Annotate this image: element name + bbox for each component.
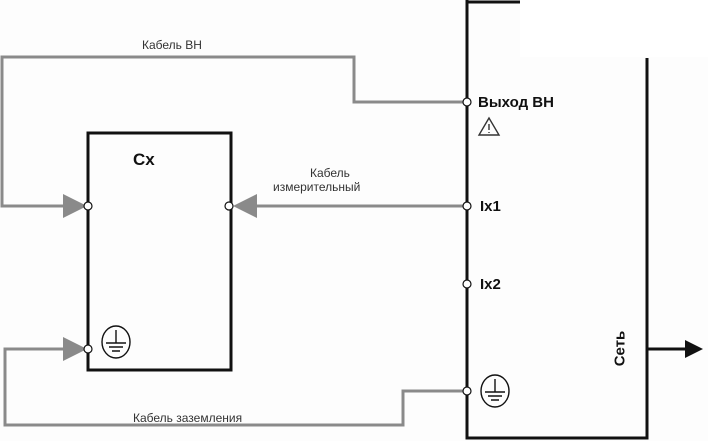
ground-icon xyxy=(480,374,510,408)
cx-box xyxy=(86,131,233,372)
port-output-hv xyxy=(462,97,472,107)
port-ix2 xyxy=(462,279,472,289)
mains-label: Сеть xyxy=(611,330,629,367)
ix2-label: Ix2 xyxy=(480,276,501,293)
ground-icon xyxy=(101,325,131,359)
measuring-cable-label-1: Кабель xyxy=(310,166,350,180)
cx-label: Cx xyxy=(133,150,155,169)
port-cx-ground xyxy=(83,344,93,354)
label-mask xyxy=(520,0,708,57)
hv-cable-label: Кабель ВН xyxy=(142,38,202,52)
warning-icon xyxy=(477,116,501,136)
device-box xyxy=(465,0,649,440)
ix1-label: Ix1 xyxy=(480,198,501,215)
port-cx-left xyxy=(83,201,93,211)
ground-cable xyxy=(3,337,463,427)
port-device-ground xyxy=(462,386,472,396)
measuring-cable-label-2: измерительный xyxy=(273,180,361,194)
output-hv-label: Выход ВН xyxy=(478,94,554,111)
port-cx-right xyxy=(224,201,234,211)
port-ix1 xyxy=(462,201,472,211)
hv-cable xyxy=(0,55,463,218)
ground-cable-label: Кабель заземления xyxy=(133,411,243,425)
